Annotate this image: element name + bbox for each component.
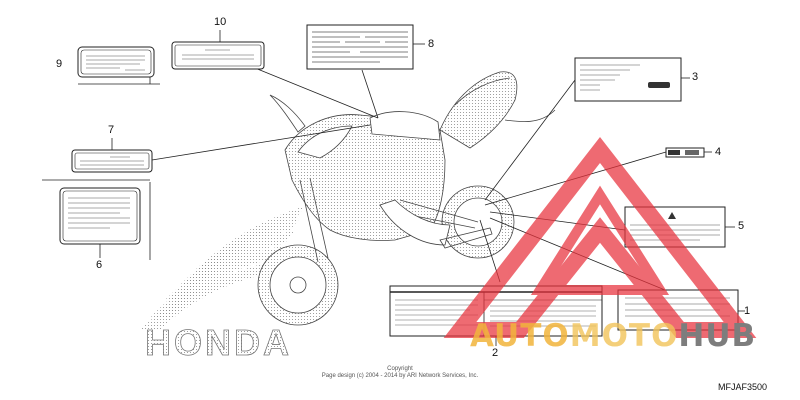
diagram-code: MFJAF3500 [718,382,768,392]
honda-brand-text: HONDA [145,322,292,363]
callout-5: 5 [738,220,745,232]
honda-wing-logo [140,206,305,330]
callout-9: 9 [56,58,63,70]
callout-4: 4 [715,146,722,158]
label-6-sticker [59,187,141,258]
watermark-text: AUTOMOTOHUB [470,318,756,354]
watermark-moto: MOTO [569,318,679,354]
copyright-line-2: Page design (c) 2004 - 2014 by ARI Netwo… [321,373,479,379]
motorcycle-illustration [257,71,556,326]
watermark-auto: AUTO [470,318,570,354]
callout-10: 10 [214,16,227,28]
callout-8: 8 [428,38,435,50]
callout-3: 3 [692,71,699,83]
callout-7: 7 [108,124,115,136]
callout-1: 1 [744,305,751,317]
watermark-hub: HUB [678,318,757,354]
label-10-sticker [171,30,265,70]
watermark-logo-triangle [443,136,757,338]
label-4-sticker [665,147,712,158]
copyright-line-1: Copyright [387,366,413,372]
callout-6: 6 [96,259,103,271]
label-3-sticker [574,57,690,102]
label-7-sticker [71,138,153,173]
callout-2: 2 [492,347,499,359]
label-9-sticker [77,46,155,78]
label-8-sticker [306,24,425,70]
